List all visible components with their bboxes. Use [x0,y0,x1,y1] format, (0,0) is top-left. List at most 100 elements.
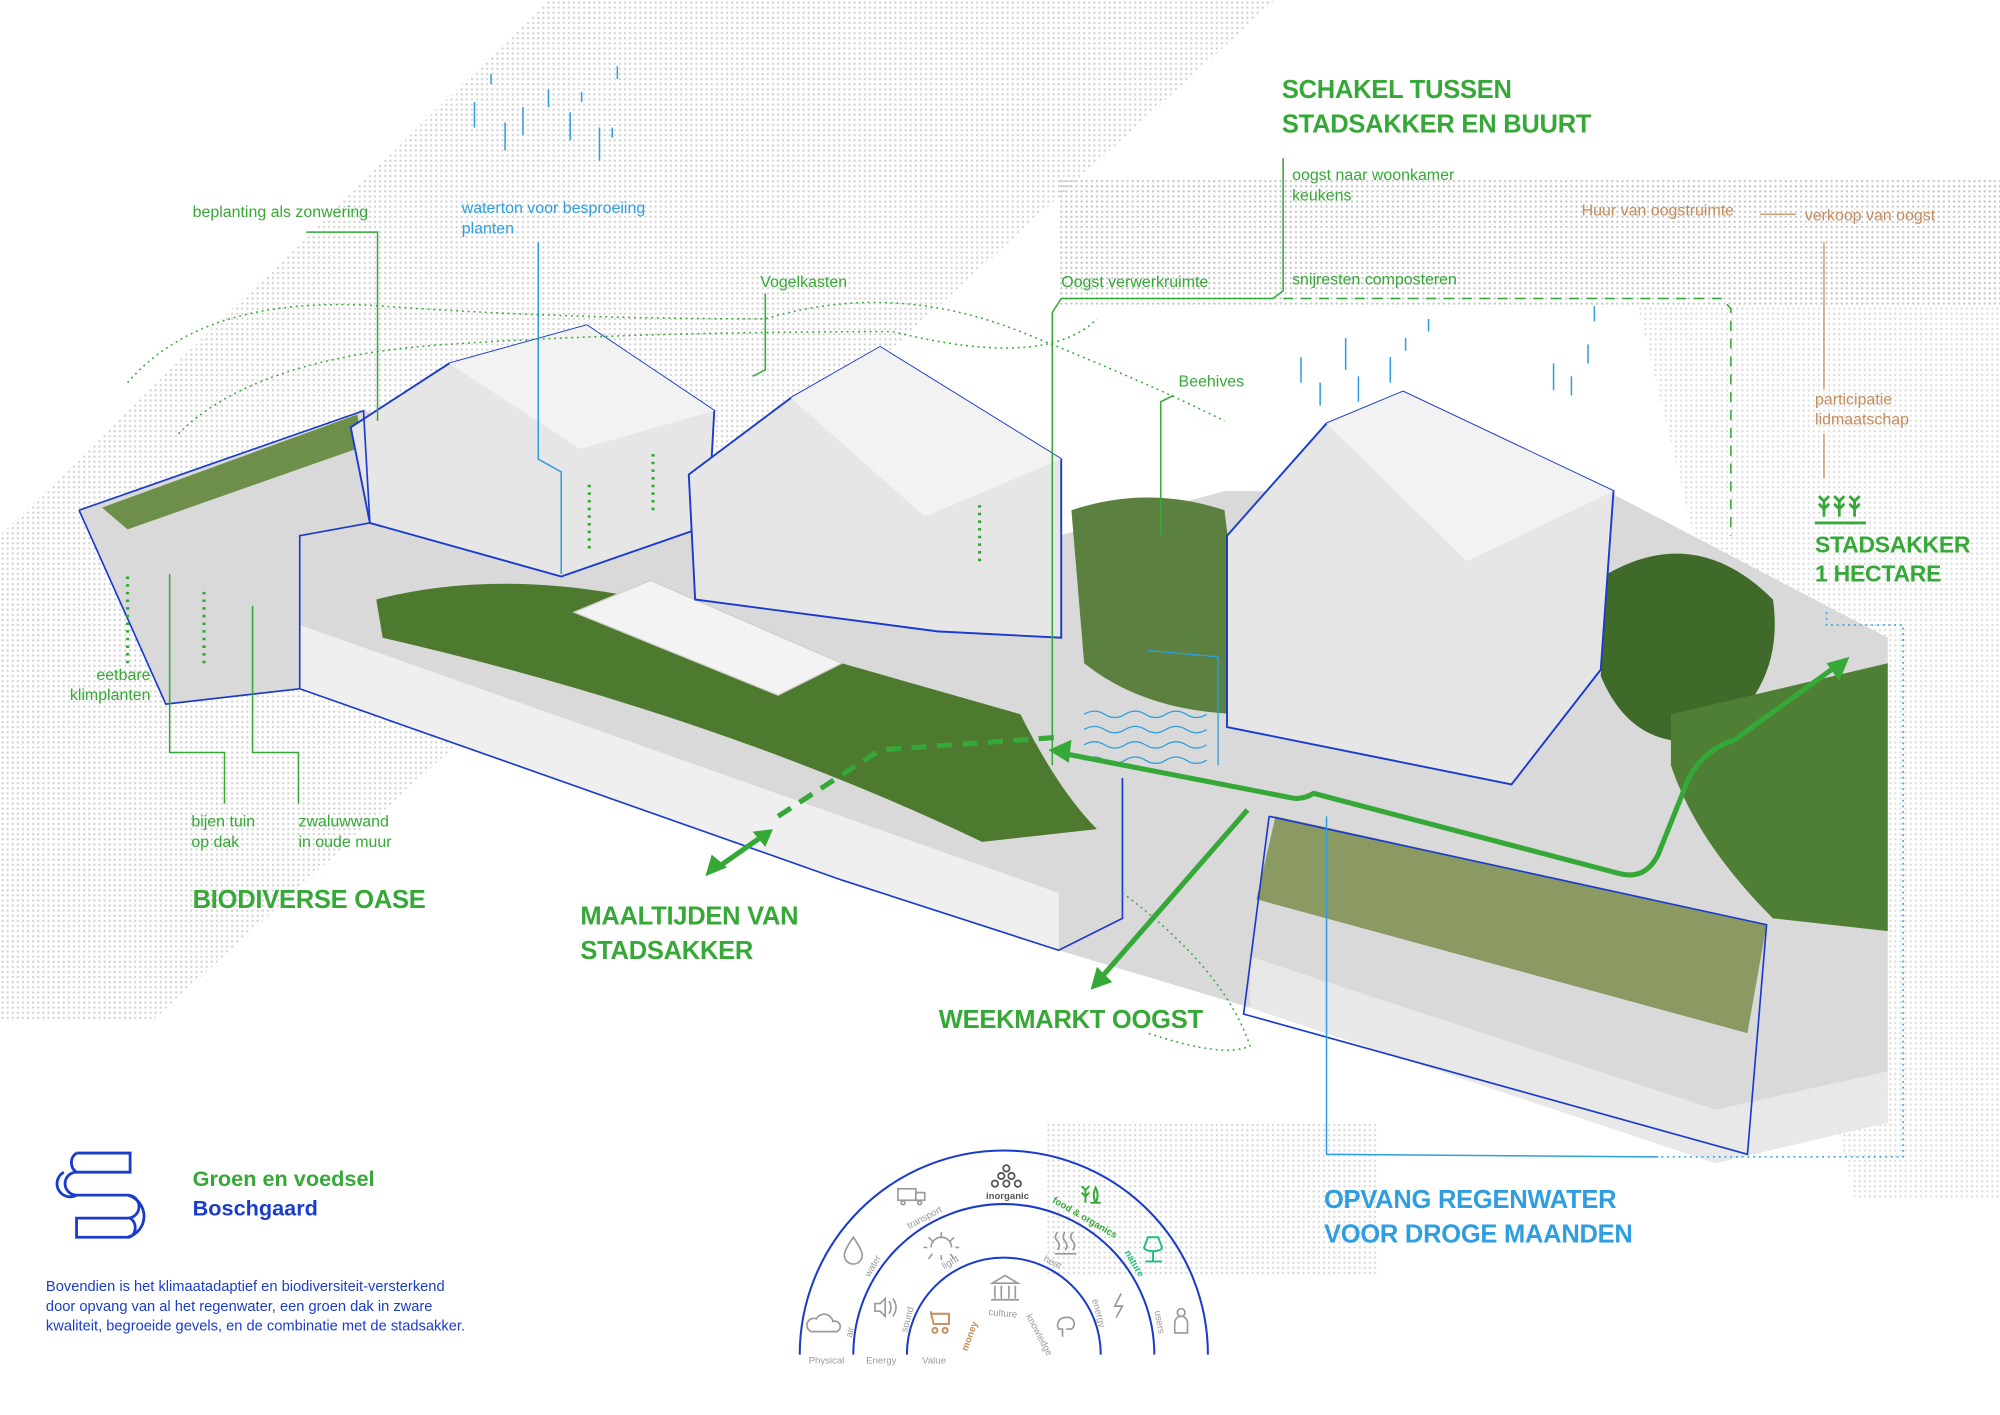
diagram-ring-energy: Energy [866,1354,897,1367]
label-line: in oude muur [298,832,392,851]
heading-line: OPVANG REGENWATER [1323,1186,1617,1215]
label-line: participatie [1815,390,1893,409]
diagram-label-culture: culture [988,1306,1018,1321]
leader-bijen [168,573,226,804]
building-facade-right [1249,956,1888,1164]
arrow-heads [705,656,1850,990]
outline-facade [299,687,1124,952]
leader-zwaluw [251,605,300,804]
label-line: op dak [191,832,240,851]
water-drop-icon [843,1235,864,1265]
heading-schakel: SCHAKEL TUSSEN STADSAKKER EN BUURT [1281,74,1592,143]
knowledge-icon [1056,1316,1076,1337]
heading-maaltijden: MAALTIJDEN VAN STADSAKKER [580,901,798,970]
boschgaard-logo [55,1151,146,1239]
leader-snijresten [1283,297,1732,536]
label-vogelkasten: Vogelkasten [760,272,848,291]
diagram-ring-physical: Physical [808,1354,845,1367]
heading-weekmarkt: WEEKMARKT OOGST [938,1006,1203,1035]
paragraph-line: kwaliteit, begroeide gevels, en de combi… [45,1318,466,1335]
leader-woonkamer [1227,158,1284,300]
heat-icon [1054,1231,1077,1255]
green-roof-left [102,414,364,530]
label-line: waterton voor besproeiing [461,198,646,217]
heading-line: STADSAKKER EN BUURT [1281,110,1592,140]
label-eetbare-klimplanten: eetbare klimplanten [61,665,151,706]
greenhouse [572,579,844,696]
user-icon [1173,1307,1189,1334]
label-line: oogst naar woonkamer [1292,165,1455,184]
leader-beehives [1159,394,1174,536]
lightning-icon [1113,1292,1124,1318]
green-roof-main [376,583,1097,842]
field-right [1670,663,1888,932]
label-verkoop: verkoop van oogst [1804,206,1936,225]
green-roof-right [1256,816,1767,1034]
dotted-bee-flight-2 [178,318,1098,435]
dotted-market-flight [1121,892,1251,1051]
label-oogst-verwerkruimte: Oogst verwerkruimte [1061,272,1209,291]
dot-pattern-band [1058,178,2000,307]
speaker-icon [874,1296,897,1319]
leader-oogst-verwerk [1051,297,1228,766]
tree-icon [1143,1236,1163,1263]
leader-beplanting [306,231,379,421]
label-beehives: Beehives [1178,372,1245,391]
heading-line: 1 HECTARE [1815,561,1942,587]
diagram-label-inorganic: inorganic [985,1190,1030,1202]
sun-icon [923,1232,960,1261]
heading-stadsakker: STADSAKKER 1 HECTARE [1815,531,1970,590]
label-line: eetbare [96,665,151,684]
label-line: lidmaatschap [1815,410,1909,429]
heading-line: MAALTIJDEN VAN [580,903,799,932]
label-line: zwaluwwand [298,812,389,831]
heading-line: VOOR DROGE MAANDEN [1323,1220,1633,1249]
outline-right-roof [1242,815,1768,1156]
legend-title: Groen en voedsel [192,1167,375,1192]
outline-left-block [78,409,371,705]
leader-vogelkasten [752,293,767,377]
heading-line: SCHAKEL TUSSEN [1281,76,1512,105]
water-waves [1083,649,1219,766]
heading-opvang: OPVANG REGENWATER VOOR DROGE MAANDEN [1324,1184,1633,1253]
legend-paragraph: Bovendien is het klimaatadaptief en biod… [46,1278,465,1337]
temple-icon [989,1274,1021,1301]
label-participatie: participatie lidmaatschap [1815,389,1909,430]
heading-biodiverse-oase: BIODIVERSE OASE [192,886,426,915]
truck-icon [897,1187,926,1206]
rain-drops [473,66,1596,406]
paragraph-line: Bovendien is het klimaatadaptief en biod… [45,1279,445,1295]
label-zwaluwwand: zwaluwwand in oude muur [298,811,391,852]
paragraph-line: door opvang van al het regenwater, een g… [45,1299,433,1315]
diagram-label-air: air [843,1326,857,1339]
label-bijen-tuin: bijen tuin op dak [191,811,255,852]
label-waterton: waterton voor besproeiing planten [462,198,645,239]
heading-line: STADSAKKER [580,937,754,966]
label-line: keukens [1292,186,1352,205]
building-facade [299,624,1059,951]
label-line: planten [461,219,515,238]
food-organics-icon [1080,1185,1101,1204]
wheat-icon [1815,495,1867,525]
legend-subtitle: Boschgaard [192,1196,318,1221]
label-beplanting: beplanting als zonwering [192,202,369,221]
label-oogst-woonkamer: oogst naar woonkamer keukens [1292,165,1454,206]
ring-physical [798,1149,1209,1355]
cloud-icon [806,1313,842,1333]
ring-value [905,1256,1102,1355]
label-snijresten: snijresten composteren [1292,270,1457,289]
dot-pattern-band [1045,1122,1378,1276]
leader-opvang [1325,816,1659,1158]
leader-waterton [537,242,562,574]
money-cart-icon [929,1311,950,1334]
diagram-ring-value: Value [922,1354,946,1367]
garden-center [1071,497,1250,715]
label-line: klimplanten [69,686,151,705]
label-line: bijen tuin [191,812,256,831]
heading-line: STADSAKKER [1815,531,1971,558]
inorganic-molecule-icon [990,1164,1022,1188]
ring-energy [852,1203,1156,1355]
